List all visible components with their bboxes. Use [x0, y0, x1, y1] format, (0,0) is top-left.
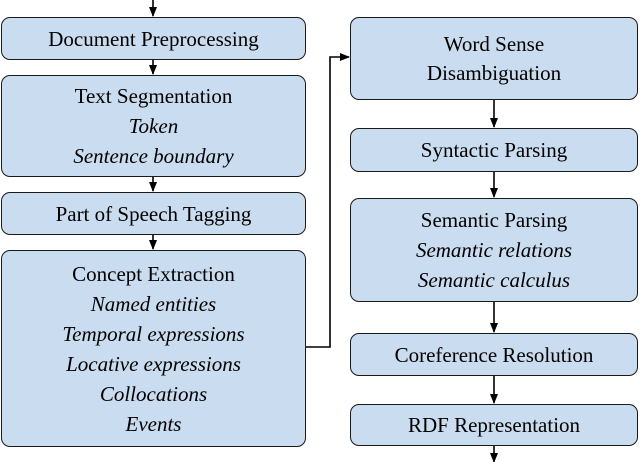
box-item: Locative expressions — [66, 351, 241, 376]
box-title: Document Preprocessing — [48, 26, 259, 51]
box-item: Events — [125, 411, 182, 436]
arrow-concept-to-wsd — [306, 53, 350, 348]
box-item: Named entities — [90, 291, 217, 316]
box-item: Temporal expressions — [62, 321, 245, 346]
text-segmentation-box: Text Segmentation Token Sentence boundar… — [1, 75, 306, 177]
box-title: Word Sense Disambiguation — [426, 31, 562, 85]
box-title: Coreference Resolution — [394, 342, 594, 367]
box-item: Token — [128, 114, 179, 138]
box-item: Sentence boundary — [73, 144, 234, 168]
box-item: Semantic calculus — [417, 268, 571, 292]
box-title: Part of Speech Tagging — [55, 201, 252, 226]
document-preprocessing-box: Document Preprocessing — [1, 17, 306, 60]
rdf-representation-box: RDF Representation — [350, 404, 638, 446]
box-title: RDF Representation — [407, 413, 581, 437]
part-of-speech-tagging-box: Part of Speech Tagging — [1, 192, 306, 235]
box-title: Syntactic Parsing — [420, 138, 568, 162]
word-sense-disambiguation-box: Word Sense Disambiguation — [350, 17, 638, 100]
box-title: Semantic Parsing — [420, 208, 568, 232]
box-title: Concept Extraction — [72, 261, 235, 286]
concept-extraction-box: Concept Extraction Named entities Tempor… — [1, 250, 306, 447]
box-item: Semantic relations — [415, 238, 573, 262]
box-title: Text Segmentation — [74, 84, 233, 108]
box-item: Collocations — [99, 381, 208, 406]
semantic-parsing-box: Semantic Parsing Semantic relations Sema… — [350, 198, 638, 302]
coreference-resolution-box: Coreference Resolution — [350, 333, 638, 376]
syntactic-parsing-box: Syntactic Parsing — [350, 128, 638, 172]
